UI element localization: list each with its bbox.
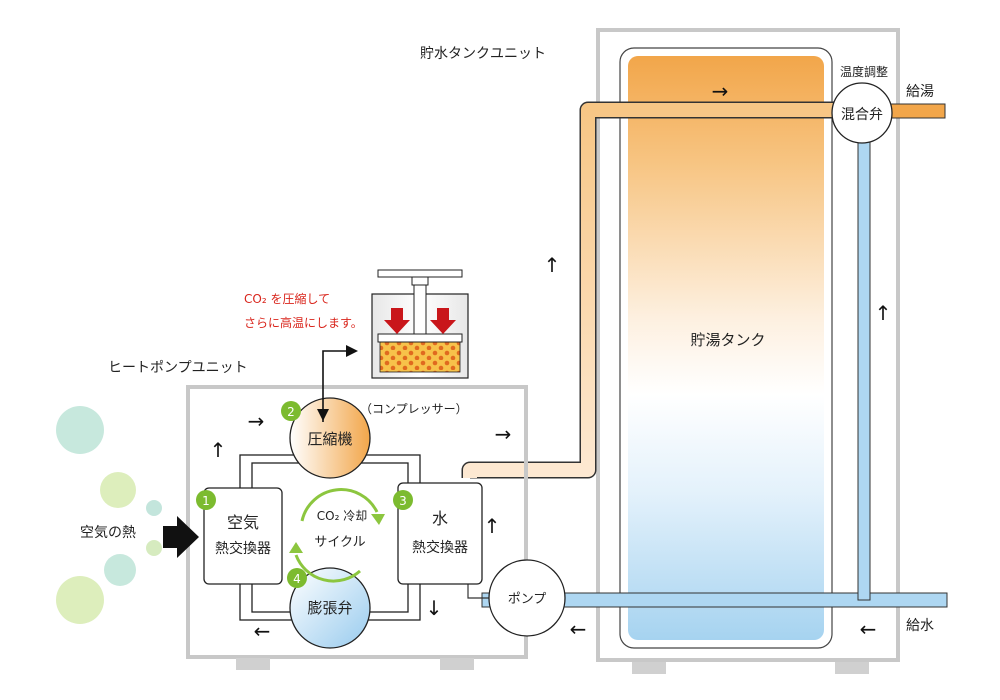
flow-arrow-cold-in: ←	[860, 617, 877, 641]
air-exchanger-label-1: 空気	[227, 513, 259, 532]
flow-arrow-exchanger-up: ↑	[484, 514, 501, 538]
tank-foot-left	[632, 662, 666, 674]
heat-pump-title: ヒートポンプユニット	[108, 360, 248, 376]
pump-label: ポンプ	[508, 592, 547, 607]
flow-arrows: → ↑ ↑ → ↑ ← ← → ↑ ↓ ←	[210, 79, 892, 643]
tank-unit	[596, 28, 900, 674]
compressor	[289, 397, 371, 479]
flow-arrow-cold-riser: ↑	[875, 301, 892, 325]
water-exchanger-label-2: 熱交換器	[412, 539, 468, 556]
compressor-pointer	[317, 345, 358, 422]
cycle-arrow-top: →	[248, 409, 265, 433]
valve-label: 混合弁	[841, 107, 883, 123]
heat-pump-foot-right	[440, 658, 474, 670]
flow-arrow-to-tank: →	[495, 422, 512, 446]
heat-pump-foot-left	[236, 658, 270, 670]
cold-supply-label: 給水	[906, 618, 934, 634]
cycle-label-1: CO₂ 冷却	[317, 509, 367, 523]
step-badge-4-label: 4	[293, 572, 301, 586]
step-badges: 1 2 3 4	[196, 401, 413, 588]
compressed-gas	[379, 341, 461, 373]
flow-arrow-riser: ↑	[544, 253, 561, 277]
press-arrow-right	[430, 308, 456, 334]
step-badge-4	[287, 568, 307, 588]
pump	[488, 559, 566, 637]
step-badge-1-label: 1	[202, 494, 210, 508]
valve-caption: 温度調整	[840, 64, 888, 79]
hot-water-tank	[628, 56, 824, 640]
cycle-arrow-bottom: ←	[254, 619, 271, 643]
air-heat-arrow	[163, 516, 199, 558]
flow-arrow-tank-top: →	[712, 79, 729, 103]
step-badge-2-label: 2	[287, 405, 295, 419]
step-badge-3-label: 3	[399, 494, 407, 508]
step-badge-2	[281, 401, 301, 421]
step-badge-1	[196, 490, 216, 510]
heat-pump-unit	[186, 385, 566, 670]
air-exchanger-label-2: 熱交換器	[215, 540, 271, 557]
compressor-illustration	[371, 269, 469, 379]
tank-foot-right	[835, 662, 869, 674]
tank-label: 貯湯タンク	[690, 331, 765, 349]
cycle-arrow-left: ↑	[210, 438, 227, 462]
compress-callout-line-2: さらに高温にします。	[244, 315, 363, 330]
expansion-valve	[289, 567, 371, 649]
air-heat-exchanger	[203, 487, 283, 585]
piston-joint	[411, 276, 429, 286]
cycle-label-2: サイクル	[314, 535, 365, 550]
water-heat-exchanger	[397, 482, 483, 585]
compress-callout-line-1: CO₂ を圧縮して	[244, 291, 330, 306]
piston-rod	[413, 281, 427, 335]
compressor-note: （コンプレッサー）	[360, 402, 468, 416]
compressor-label: 圧縮機	[307, 430, 352, 448]
expansion-valve-label: 膨張弁	[307, 599, 352, 617]
hot-supply-label: 給湯	[906, 83, 934, 100]
press-arrow-left	[384, 308, 410, 334]
water-exchanger-label-1: 水	[432, 509, 448, 528]
pipes	[461, 101, 948, 608]
cycle-arrow-right: ↓	[426, 596, 443, 620]
compressor-piston	[377, 333, 463, 343]
mixing-valve	[831, 82, 893, 144]
tank-unit-title: 貯水タンクユニット	[420, 46, 546, 62]
flow-arrow-to-pump: ←	[570, 617, 587, 641]
air-heat-label: 空気の熱	[80, 525, 136, 541]
step-badge-3	[393, 490, 413, 510]
cycle-arrows	[289, 488, 385, 583]
tank-unit-frame	[596, 28, 900, 662]
heat-pump-frame	[186, 385, 528, 659]
air-bubbles	[56, 406, 162, 624]
piston-handle	[377, 269, 463, 278]
